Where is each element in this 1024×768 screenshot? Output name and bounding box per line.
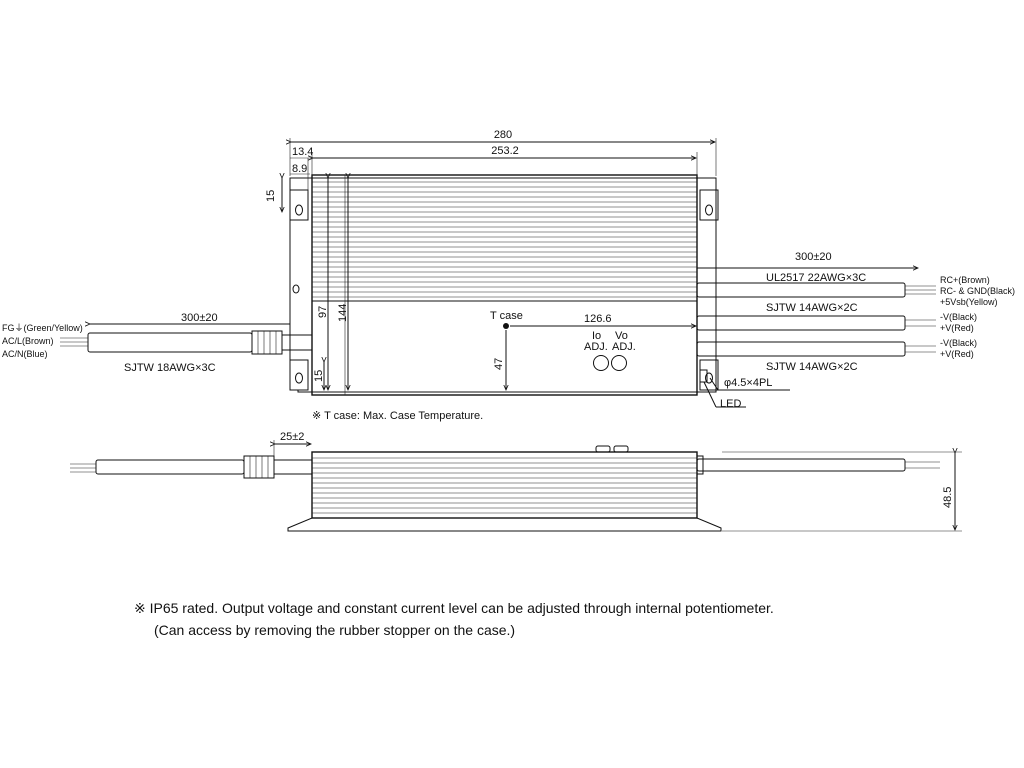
input-cable (60, 330, 313, 355)
output-signal-cable (696, 282, 936, 298)
dim-tcase-height: 47 (493, 358, 505, 370)
dim-overall-length: 280 (494, 129, 512, 141)
vo-label: Vo (615, 330, 628, 342)
dim-offset-outer: 13.4 (292, 146, 313, 158)
output-power-cable-1 (696, 315, 936, 331)
io-adj-label: ADJ. (584, 341, 608, 353)
dim-tcase-distance: 126.6 (584, 313, 612, 325)
hole-spec: φ4.5×4PL (724, 377, 772, 389)
v-pos-label-1: +V(Red) (940, 323, 974, 333)
vsb-label: +5Vsb(Yellow) (940, 297, 997, 307)
power-cable-spec-2: SJTW 14AWG×2C (766, 361, 858, 373)
v-neg-label-1: -V(Black) (940, 312, 977, 322)
dim-height: 48.5 (942, 487, 954, 508)
rc-minus-label: RC- & GND(Black) (940, 286, 1015, 296)
vo-adj-label: ADJ. (612, 341, 636, 353)
footnote-line-1: ※ IP65 rated. Output voltage and constan… (134, 600, 774, 616)
dim-output-cable-length: 300±20 (795, 251, 832, 263)
dim-offset-inner: 8.9 (292, 163, 307, 175)
signal-cable-spec: UL2517 22AWG×3C (766, 272, 866, 284)
tcase-label: T case (490, 310, 523, 322)
dim-input-cable-length: 300±20 (181, 312, 218, 324)
dim-body-height-full: 144 (337, 304, 349, 322)
dim-tab-height: 15 (265, 190, 277, 202)
acn-label: AC/N(Blue) (2, 349, 48, 359)
led-label: LED (720, 398, 741, 410)
side-view: 25±2 48.5 (70, 431, 962, 532)
io-label: Io (592, 330, 601, 342)
acl-label: AC/L(Brown) (2, 336, 54, 346)
tcase-point (503, 323, 509, 329)
v-neg-label-2: -V(Black) (940, 338, 977, 348)
power-cable-spec-1: SJTW 14AWG×2C (766, 302, 858, 314)
dim-inner-length: 253.2 (491, 145, 519, 157)
v-pos-label-2: +V(Red) (940, 349, 974, 359)
fg-label: FG⏚(Green/Yellow) (2, 323, 83, 333)
input-cable-spec: SJTW 18AWG×3C (124, 362, 216, 374)
vo-potentiometer (611, 355, 627, 371)
top-view: 280 253.2 13.4 8.9 15 97 144 15 T case 4… (2, 129, 1015, 422)
rc-plus-label: RC+(Brown) (940, 275, 990, 285)
dim-side-cable: 25±2 (280, 431, 304, 443)
footnote-line-2: (Can access by removing the rubber stopp… (154, 622, 516, 638)
dim-body-height-upper: 97 (317, 306, 329, 318)
io-potentiometer (593, 355, 609, 371)
cooling-fins (312, 181, 697, 298)
dim-tab-height-lower: 15 (313, 370, 325, 382)
tcase-note: ※ T case: Max. Case Temperature. (312, 410, 483, 422)
output-power-cable-2 (696, 341, 936, 357)
